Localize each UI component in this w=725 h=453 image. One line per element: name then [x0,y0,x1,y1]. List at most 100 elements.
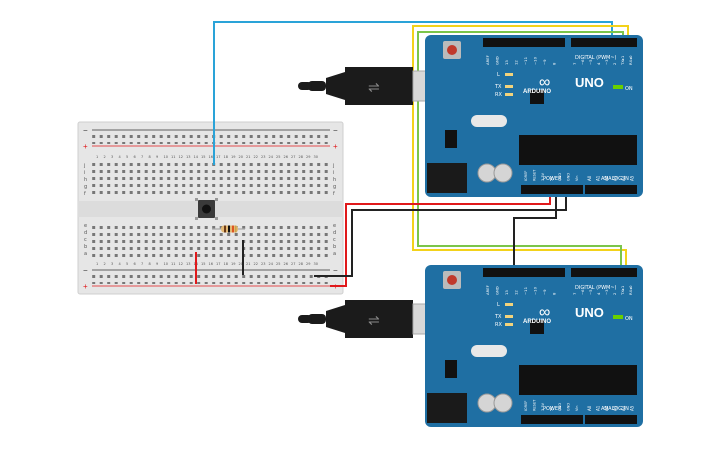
digital-pin-label: 12 [514,290,519,295]
capacitor [477,393,497,413]
wire-yellow-serial[interactable] [412,25,629,270]
column-number: 30 [314,262,318,266]
usb-icon: ⇌ [368,79,380,95]
digital-pin-label: RX◂0 [628,285,633,295]
resistor[interactable] [212,225,245,233]
reset-button[interactable] [447,45,457,55]
analog-header [585,415,637,424]
analog-pin-label: A0 [587,405,592,411]
column-number: 17 [216,155,220,159]
arduino-uno-top[interactable]: L TX RX ON DIGITAL (PWM~) ARDUINO UNO ∞ … [425,35,643,197]
row-letter: a [84,251,87,257]
lower-terminal-holes [92,222,330,258]
usb-connector-body [345,67,413,105]
power-pin-label: GND [567,173,571,181]
usb-cable-end [298,82,312,90]
power-pin-label: RESET [533,399,537,411]
capacitor [477,163,497,183]
crystal [471,115,507,127]
column-number: 27 [291,262,295,266]
row-letter: d [84,230,87,236]
wire-black-gnd[interactable] [314,190,567,277]
column-number: 3 [111,155,113,159]
power-pin-label: 5V [550,406,554,411]
row-letter: g [333,184,336,190]
usb-chip [530,320,544,334]
digital-pin-label: 4 [596,62,601,65]
column-number: 9 [156,262,158,266]
wire-green-serial[interactable] [417,31,624,270]
power-label: POWER [543,406,562,412]
column-number: 22 [254,155,258,159]
power-pin-label: RESET [533,169,537,181]
led-l [505,303,513,306]
row-letter: b [84,244,87,250]
analog-label: ANALOG IN [601,406,629,412]
power-pin-label: 5V [550,176,554,181]
analog-pin-label: A1 [596,175,601,181]
column-number: 1 [96,155,98,159]
resistor-band [235,225,237,233]
column-number: 28 [299,262,303,266]
column-number: 12 [179,155,183,159]
arduino-model: UNO [575,305,604,320]
digital-pin-label: RX◂0 [628,55,633,65]
power-pin-label: GND [558,403,562,411]
pushbutton-cap[interactable] [202,204,211,214]
column-number: 9 [156,155,158,159]
column-number: 23 [261,262,265,266]
power-pin-label: GND [567,403,571,411]
led-rx [505,323,513,326]
arduino-brand: ARDUINO [523,319,551,325]
pushbutton-leg [195,198,198,201]
power-pin-label: IOREF [524,171,528,181]
column-number: 5 [126,262,128,266]
column-number: 11 [171,262,175,266]
resistor-band [232,225,234,233]
row-letter: g [84,184,87,190]
digital-pin-label: ~9 [542,289,547,295]
power-pin-label: 3.3V [541,172,545,181]
atmega-chip [519,365,637,395]
row-letter: j [83,163,85,169]
digital-pin-label: ~11 [523,286,528,295]
row-letter: h [84,177,87,183]
digital-pin-label: ~3 [604,59,609,65]
row-letter: j [332,163,334,169]
row-letter: e [333,223,336,229]
column-number: 30 [314,155,318,159]
power-jack [427,393,467,423]
wire-black-gnd-link[interactable] [513,190,557,270]
usb-connector-body [345,300,413,338]
column-number: 8 [149,262,151,266]
pushbutton-leg [215,217,218,220]
digital-header-right [571,38,637,47]
column-number: 13 [186,155,190,159]
on-label: ON [625,86,633,92]
analog-pin-label: A5 [630,175,635,181]
column-number: 28 [299,155,303,159]
column-number: 12 [179,262,183,266]
column-number: 24 [269,155,274,159]
analog-pin-label: A4 [621,175,626,181]
rail-minus-top-right: − [333,126,338,135]
led-rx-label: RX [495,92,502,98]
column-number: 23 [261,155,265,159]
digital-pin-label: 13 [504,290,509,295]
column-number: 19 [231,262,235,266]
power-jack [427,163,467,193]
column-number: 6 [134,155,136,159]
row-letter: h [333,177,336,183]
analog-pin-label: A2 [604,405,609,411]
upper-terminal-holes [92,162,330,198]
column-number: 7 [141,262,143,266]
wire-red-5v[interactable] [330,190,551,287]
digital-header-right [571,268,637,277]
pushbutton[interactable] [195,198,218,220]
arduino-uno-bottom[interactable]: L TX RX ON DIGITAL (PWM~) ARDUINO UNO ∞ … [425,265,643,427]
reset-button[interactable] [447,275,457,285]
